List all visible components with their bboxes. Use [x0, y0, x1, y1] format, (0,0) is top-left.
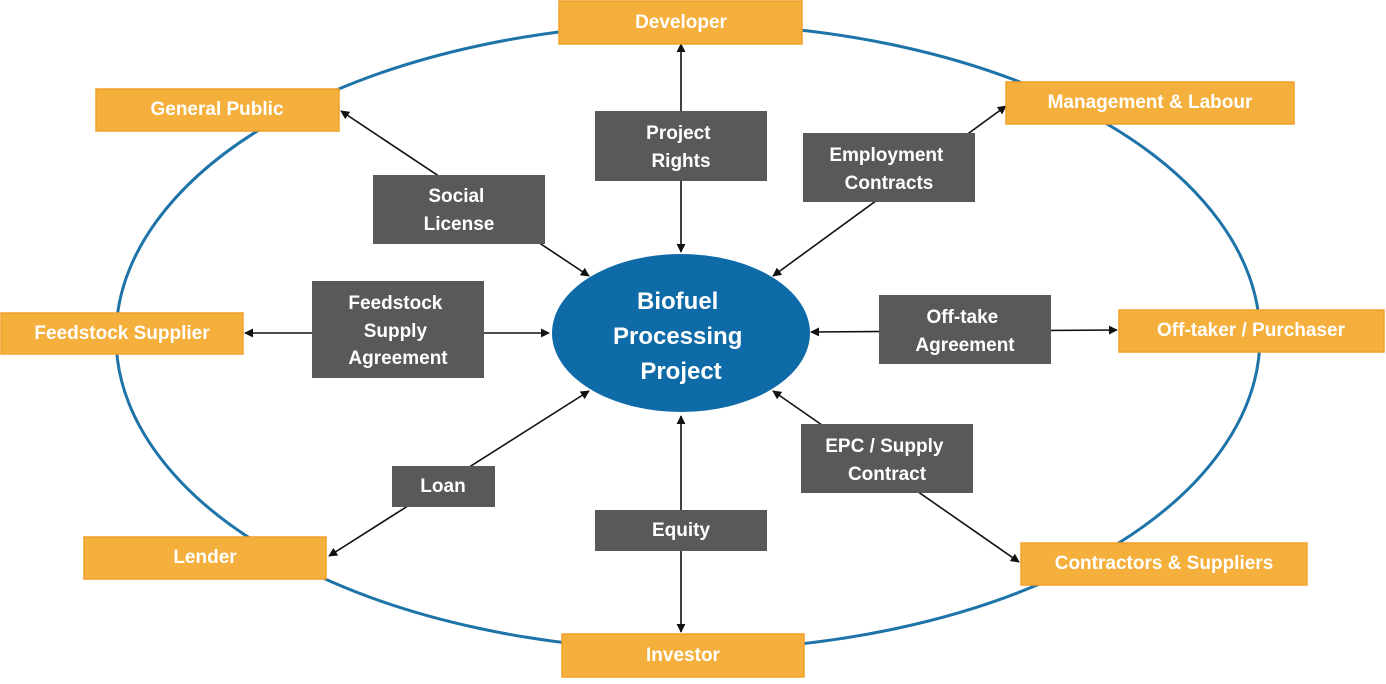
- relationship-label-project-rights: Project Rights: [646, 123, 716, 172]
- relationship-label-employment-contracts: Employment Contracts: [829, 145, 948, 194]
- stakeholder-label-investor: Investor: [646, 645, 721, 666]
- stakeholder-offtaker: Off-taker / Purchaser: [1118, 309, 1385, 353]
- relationship-equity: Equity: [595, 510, 767, 551]
- relationship-epc-supply-contract: EPC / Supply Contract: [801, 424, 973, 493]
- relationship-offtake-agreement: Off-take Agreement: [879, 295, 1051, 364]
- stakeholder-general-public: General Public: [95, 88, 340, 132]
- stakeholder-label-feedstock-supplier: Feedstock Supplier: [34, 323, 210, 344]
- relationship-employment-contracts: Employment Contracts: [803, 133, 975, 202]
- stakeholder-label-developer: Developer: [635, 12, 727, 33]
- relationship-label-offtake-agreement: Off-take Agreement: [915, 307, 1015, 356]
- center-label: Biofuel Processing Project: [613, 288, 749, 385]
- stakeholder-label-contractors-suppliers: Contractors & Suppliers: [1055, 553, 1274, 574]
- relationship-project-rights: Project Rights: [595, 111, 767, 181]
- stakeholder-investor: Investor: [561, 633, 805, 678]
- relationship-label-social-license: Social License: [424, 186, 495, 235]
- relationship-label-equity: Equity: [652, 520, 710, 541]
- stakeholder-label-lender: Lender: [173, 547, 237, 568]
- center-node: Biofuel Processing Project: [552, 254, 810, 412]
- stakeholder-management-labour: Management & Labour: [1005, 81, 1295, 125]
- stakeholder-feedstock-supplier: Feedstock Supplier: [0, 312, 244, 355]
- stakeholder-label-general-public: General Public: [150, 99, 283, 120]
- stakeholder-contractors-suppliers: Contractors & Suppliers: [1020, 542, 1308, 586]
- stakeholder-developer: Developer: [558, 0, 803, 45]
- relationship-label-feedstock-supply-agreement: Feedstock Supply Agreement: [348, 293, 448, 369]
- relationship-social-license: Social License: [373, 175, 545, 244]
- relationship-feedstock-supply-agreement: Feedstock Supply Agreement: [312, 281, 484, 378]
- relationship-loan: Loan: [392, 466, 495, 507]
- stakeholder-lender: Lender: [83, 536, 327, 580]
- stakeholder-label-offtaker: Off-taker / Purchaser: [1157, 320, 1346, 341]
- relationships: Project Rights Social License Employment…: [312, 111, 1051, 551]
- stakeholder-label-management-labour: Management & Labour: [1048, 92, 1253, 113]
- relationship-label-loan: Loan: [420, 476, 465, 497]
- relationship-label-epc-supply-contract: EPC / Supply Contract: [825, 436, 949, 485]
